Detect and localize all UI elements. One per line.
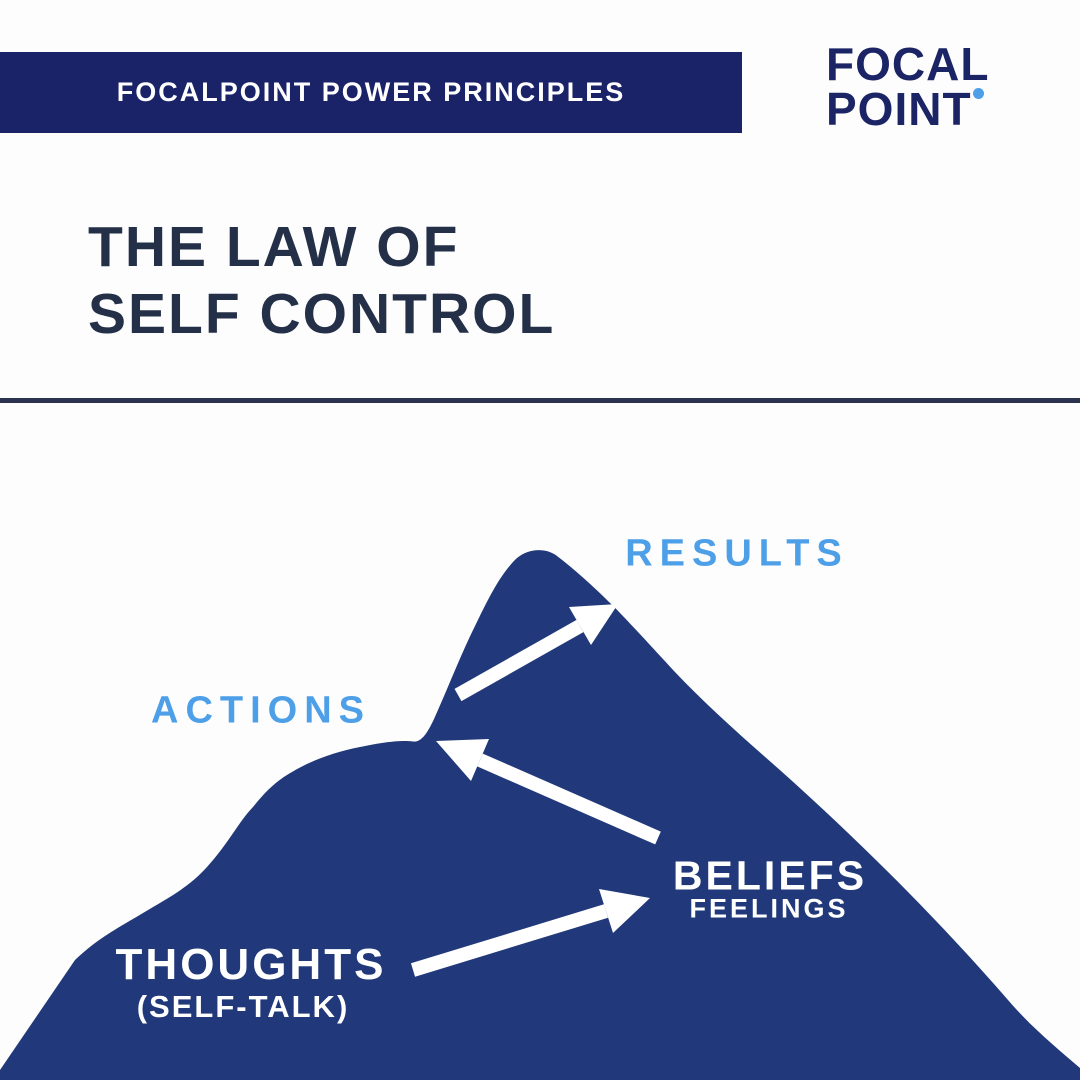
logo-line-2: POINT (826, 86, 989, 132)
label-thoughts: THOUGHTS (115, 940, 387, 989)
banner-label: FOCALPOINT POWER PRINCIPLES (116, 77, 626, 107)
logo-line-1: FOCAL (826, 38, 990, 90)
divider-rule (0, 398, 1080, 403)
label-beliefs: BELIEFS (672, 852, 868, 899)
page-title: THE LAW OF SELF CONTROL (88, 214, 555, 349)
arrow-beliefs-to-actions (436, 739, 661, 845)
arrow-head (569, 604, 618, 645)
arrow-shaft (410, 904, 609, 977)
label-actions: ACTIONS (151, 689, 371, 732)
arrow-head (599, 889, 650, 933)
label-feelings: FEELINGS (689, 893, 849, 924)
logo-dot (972, 88, 984, 100)
arrow-shaft (477, 753, 661, 845)
arrow-shaft (454, 619, 584, 702)
brand-logo: FOCAL POINT (826, 38, 990, 132)
arrow-head (436, 739, 489, 781)
header-banner: FOCALPOINT POWER PRINCIPLES (0, 52, 742, 133)
page-title-line-2: SELF CONTROL (88, 282, 556, 347)
label-self-talk: (SELF-TALK) (136, 989, 350, 1024)
mountain-shape (0, 550, 1080, 1080)
label-results: RESULTS (625, 532, 849, 575)
logo-line-2-text: POINT (826, 83, 972, 136)
arrow-actions-to-results (454, 604, 618, 702)
page-title-line-1: THE LAW OF (88, 215, 460, 279)
arrow-thoughts-to-beliefs (410, 889, 650, 977)
